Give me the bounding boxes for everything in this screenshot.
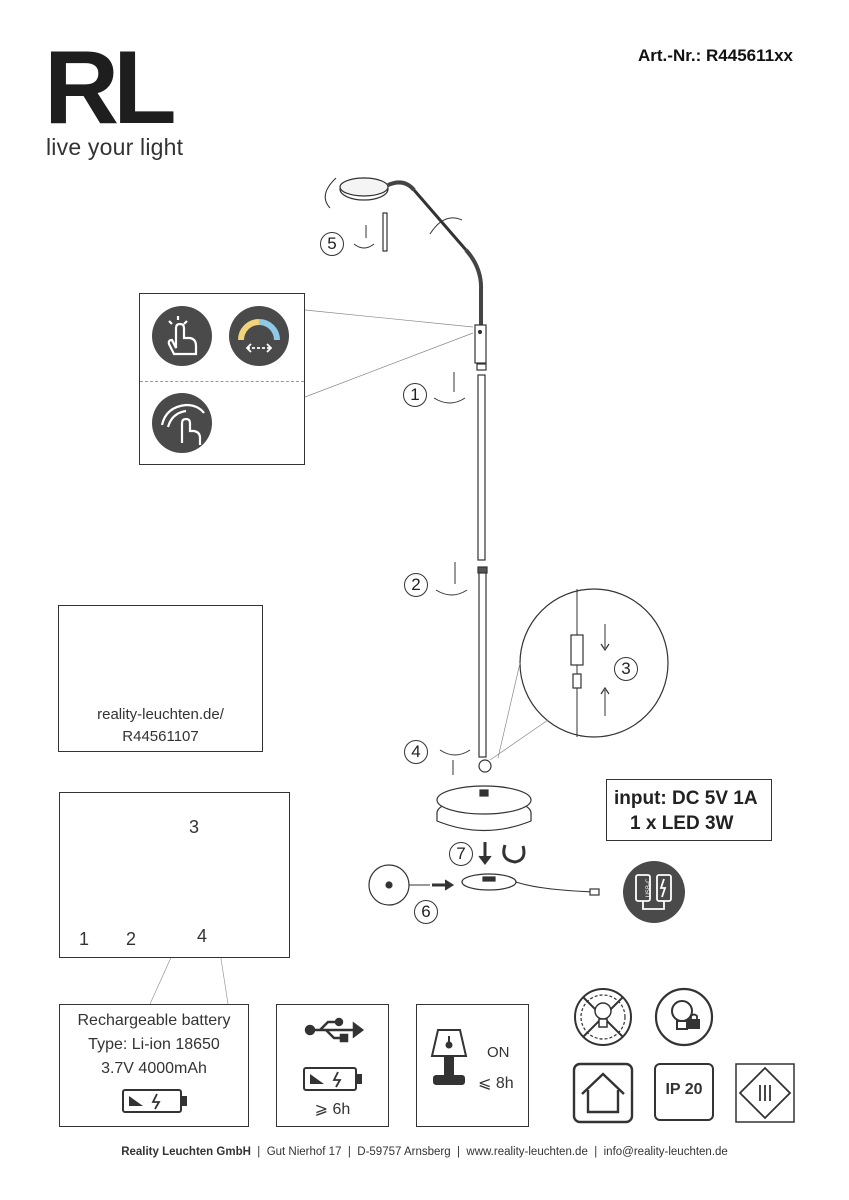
step-2: 2: [404, 573, 428, 597]
usb-c-charging-icon: USB-C: [623, 861, 685, 923]
footer-sep: |: [594, 1146, 598, 1158]
footer-website[interactable]: www.reality-leuchten.de: [466, 1146, 588, 1158]
footer-company: Reality Leuchten GmbH: [121, 1146, 251, 1158]
battery-step-3: 3: [189, 817, 200, 837]
info-code: R44561107: [122, 728, 199, 745]
step-3: 3: [614, 657, 638, 681]
sealed-bulb-icon: [654, 987, 714, 1047]
footer-street: Gut Nierhof 17: [266, 1146, 342, 1158]
usb-icon: [304, 1017, 365, 1043]
spec-input: input: DC 5V 1A: [614, 788, 758, 809]
battery-charge-icon: [122, 1089, 187, 1113]
brand-tagline: live your light: [46, 134, 184, 160]
product-info-box: [58, 605, 263, 752]
brand-logo: RL: [44, 30, 177, 146]
runtime-state: ON: [487, 1044, 510, 1061]
step-5: 5: [320, 232, 344, 256]
usb-c-label: USB-C: [645, 879, 652, 898]
footer-city: D-59757 Arnsberg: [357, 1146, 451, 1158]
table-lamp-icon: [430, 1029, 468, 1085]
protection-class-iii-icon: [735, 1063, 795, 1123]
indoor-use-icon: [572, 1062, 634, 1124]
step-4: 4: [404, 740, 428, 764]
footer-sep: |: [347, 1146, 351, 1158]
panel-divider: [140, 381, 304, 382]
article-value: R445611xx: [706, 46, 793, 65]
touch-switch-icon: [152, 306, 212, 366]
specs-box: [606, 779, 772, 841]
battery-type: Type: Li-ion 18650: [88, 1036, 220, 1053]
battery-capacity: 3.7V 4000mAh: [101, 1060, 207, 1077]
battery-step-2: 2: [126, 929, 137, 949]
charging-battery-icon: [303, 1067, 362, 1091]
battery-step-4: 4: [197, 926, 208, 946]
article-label: Art.-Nr.:: [638, 46, 702, 65]
article-number: Art.-Nr.: R445611xx: [638, 46, 793, 66]
charging-time-box: [276, 1004, 389, 1127]
battery-step-1: 1: [79, 929, 90, 949]
step-1: 1: [403, 383, 427, 407]
runtime-time: ⩽ 8h: [478, 1075, 514, 1092]
info-url[interactable]: reality-leuchten.de/: [97, 706, 224, 723]
battery-replacement-box: [59, 792, 290, 958]
step-6: 6: [414, 900, 438, 924]
dimmer-touch-icon: [152, 393, 212, 453]
battery-title: Rechargeable battery: [77, 1012, 231, 1029]
footer-sep: |: [257, 1146, 261, 1158]
footer: Reality Leuchten GmbH | Gut Nierhof 17 |…: [0, 1146, 849, 1158]
charging-time: ⩾ 6h: [314, 1101, 351, 1118]
ip-rating: IP 20: [665, 1081, 703, 1098]
runtime-box: [416, 1004, 529, 1127]
ip-rating-box: [654, 1063, 714, 1121]
no-led-replace-icon: [574, 988, 632, 1046]
spec-led: 1 x LED 3W: [630, 813, 734, 834]
color-temperature-icon: [229, 306, 289, 366]
step-7: 7: [449, 842, 473, 866]
footer-email[interactable]: info@reality-leuchten.de: [603, 1146, 728, 1158]
footer-sep: |: [457, 1146, 460, 1158]
